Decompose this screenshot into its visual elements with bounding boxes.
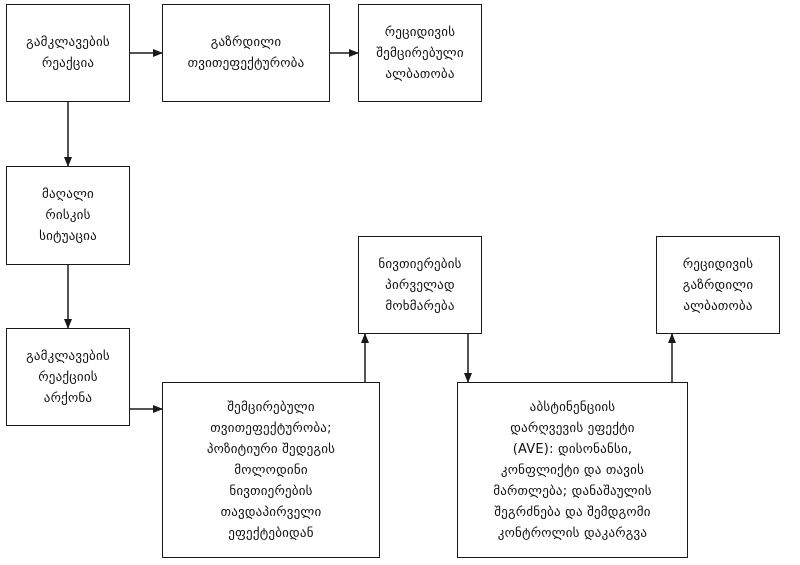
box-high-risk-situation: მაღალი რისკის სიტუაცია (6, 166, 130, 265)
box-coping-reaction-label: გამკლავების რეაქცია (26, 35, 110, 71)
box-reduced-relapse-probability: რეციდივის შემცირებული ალბათობა (358, 4, 482, 102)
box-high-risk-situation-label: მაღალი რისკის სიტუაცია (39, 187, 97, 244)
box-increased-self-efficacy: გაზრდილი თვითეფექტურობა (162, 4, 330, 102)
box-initial-substance-use: ნივთიერების პირველად მოხმარება (358, 236, 482, 334)
box-abstinence-violation-effect: აბსტინენციის დარღვევის ეფექტი (AVE): დის… (457, 382, 688, 558)
box-initial-substance-use-label: ნივთიერების პირველად მოხმარება (378, 256, 462, 314)
box-no-coping-response-label: გამკლავების რეაქციის არქონა (26, 348, 110, 406)
box-decreased-self-efficacy-label: შემცირებული თვითეფექტურობა; პოზიტიური შე… (206, 399, 336, 541)
box-no-coping-response: გამკლავების რეაქციის არქონა (6, 328, 130, 426)
box-reduced-relapse-probability-label: რეციდივის შემცირებული ალბათობა (376, 24, 464, 82)
box-decreased-self-efficacy: შემცირებული თვითეფექტურობა; პოზიტიური შე… (162, 382, 380, 558)
box-increased-self-efficacy-label: გაზრდილი თვითეფექტურობა (187, 35, 305, 71)
box-abstinence-violation-effect-label: აბსტინენციის დარღვევის ეფექტი (AVE): დის… (493, 399, 652, 541)
box-increased-relapse-probability: რეციდივის გაზრდილი ალბათობა (656, 236, 780, 334)
box-coping-reaction: გამკლავების რეაქცია (6, 4, 130, 102)
box-increased-relapse-probability-label: რეციდივის გაზრდილი ალბათობა (682, 256, 754, 314)
